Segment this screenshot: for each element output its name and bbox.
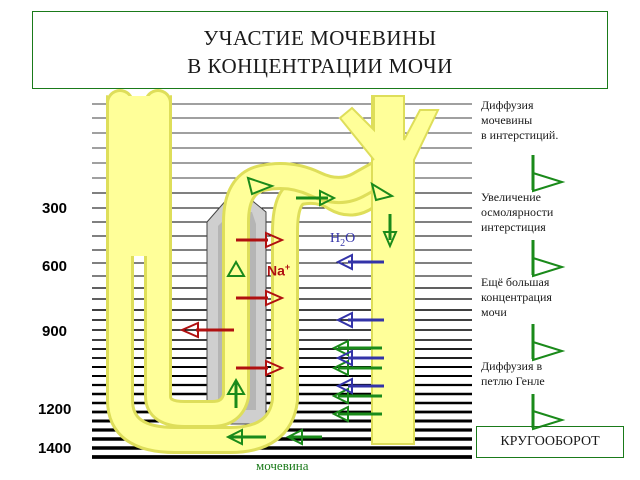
water-arrow-1 (335, 253, 384, 271)
urea-arrows (225, 176, 398, 446)
water-label: H2O (330, 231, 356, 249)
urea-arrow-left-3 (331, 387, 382, 405)
scale-label-900: 900 (42, 323, 68, 340)
scale-label-600: 600 (42, 258, 68, 275)
urea-arrow-up-2 (226, 377, 246, 408)
urea-arrow-tubule-2 (296, 189, 337, 207)
urea-arrow-tubule-3 (370, 181, 395, 202)
sodium-arrow-2 (236, 289, 285, 307)
water-arrows (335, 253, 384, 395)
step-arrow-4 (531, 394, 566, 431)
urea-arrow-left-1 (331, 339, 382, 357)
title-box: УЧАСТИЕ МОЧЕВИНЫ В КОНЦЕНТРАЦИИ МОЧИ (32, 11, 608, 89)
urea-arrow-bottom-1 (225, 428, 266, 446)
sodium-arrows (179, 231, 285, 377)
urea-arrow-bottom-2 (285, 428, 322, 446)
step-arrows (531, 155, 566, 431)
scale-label-300: 300 (42, 200, 68, 217)
water-arrow-2 (335, 311, 384, 329)
sodium-arrow-left (179, 321, 234, 339)
scale-label-1200: 1200 (38, 401, 72, 418)
collecting-duct (338, 95, 440, 445)
urea-arrow-tubule-1 (246, 176, 275, 196)
urea-label: мочевина (256, 458, 309, 473)
urea-arrow-left-4 (331, 405, 382, 423)
water-arrow-4 (335, 377, 384, 395)
water-arrow-3 (335, 349, 384, 367)
sodium-label: Na+ (267, 262, 291, 279)
sodium-arrow-3 (236, 359, 285, 377)
scale-label-1400: 1400 (38, 440, 72, 457)
step-arrow-3 (531, 324, 566, 362)
step-arrow-1 (531, 155, 566, 193)
step-arrow-2 (531, 240, 566, 278)
footer-box: КРУГООБОРОТ (476, 426, 624, 458)
title-line-2: В КОНЦЕНТРАЦИИ МОЧИ (187, 54, 453, 78)
sodium-arrow-1 (236, 231, 285, 249)
loop-of-henle (106, 89, 414, 454)
urea-arrow-duct-down (382, 214, 398, 249)
urea-arrow-up-1 (226, 259, 246, 277)
urea-arrow-left-2 (331, 359, 382, 377)
title-line-1: УЧАСТИЕ МОЧЕВИНЫ (203, 26, 437, 50)
